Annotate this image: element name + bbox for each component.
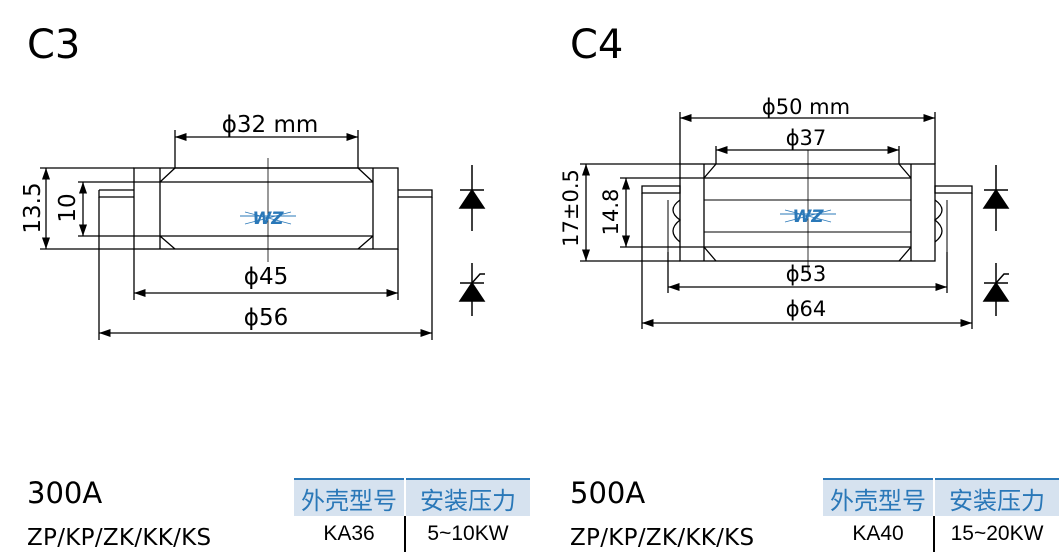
series-left: ZP/KP/ZK/KK/KS [27, 525, 212, 551]
c3-dim-outer-face: ϕ45 [244, 264, 288, 290]
table-cell-housing: KA36 [294, 516, 406, 552]
rating-300a: 300A [27, 476, 103, 510]
c4-dim-flange: ϕ64 [786, 297, 827, 321]
spec-table-right: 外壳型号 安装压力 KA40 15~20KW [823, 478, 1059, 552]
c3-dim-inner-top: ϕ32 mm [222, 112, 319, 138]
c3-dim-flange: ϕ56 [244, 305, 288, 331]
thyristor-symbol-icon [982, 263, 1010, 316]
table-cell-housing: KA40 [823, 516, 935, 552]
c3-drawing [40, 130, 433, 340]
c4-flange [641, 185, 973, 194]
wz-logo-icon: WZ [240, 209, 296, 229]
title-c3: C3 [27, 22, 81, 68]
svg-text:WZ: WZ [792, 207, 824, 227]
table-cell-pressure: 15~20KW [950, 522, 1044, 545]
c4-dim-height-outer: 17±0.5 [559, 169, 583, 247]
c3-flange [98, 189, 433, 198]
c4-body [679, 163, 936, 262]
diode-symbol-icon [982, 165, 1010, 231]
c4-dim-outer-top: ϕ50 mm [762, 95, 850, 119]
table-header-housing: 外壳型号 [823, 478, 935, 516]
thyristor-symbol-icon [458, 263, 486, 316]
table-header-pressure: 安装压力 [405, 478, 530, 516]
spec-table-left: 外壳型号 安装压力 KA36 5~10KW [294, 478, 530, 552]
diode-symbol-icon [458, 165, 486, 231]
c4-drawing [580, 112, 973, 329]
table-header-pressure: 安装压力 [934, 478, 1059, 516]
rating-500a: 500A [570, 476, 646, 510]
table-header-housing: 外壳型号 [294, 478, 406, 516]
title-c4: C4 [570, 22, 624, 68]
c4-dim-inner-top: ϕ37 [786, 126, 827, 150]
c4-dim-height-inner: 14.8 [599, 189, 623, 236]
svg-text:WZ: WZ [252, 209, 284, 229]
c3-dim-height-inner: 10 [55, 193, 81, 222]
c4-dim-outer-face: ϕ53 [786, 262, 827, 286]
table-cell-pressure: 5~10KW [427, 522, 509, 545]
wz-logo-icon: WZ [780, 207, 836, 227]
series-right: ZP/KP/ZK/KK/KS [570, 525, 755, 551]
c3-dim-height-outer: 13.5 [20, 182, 46, 233]
